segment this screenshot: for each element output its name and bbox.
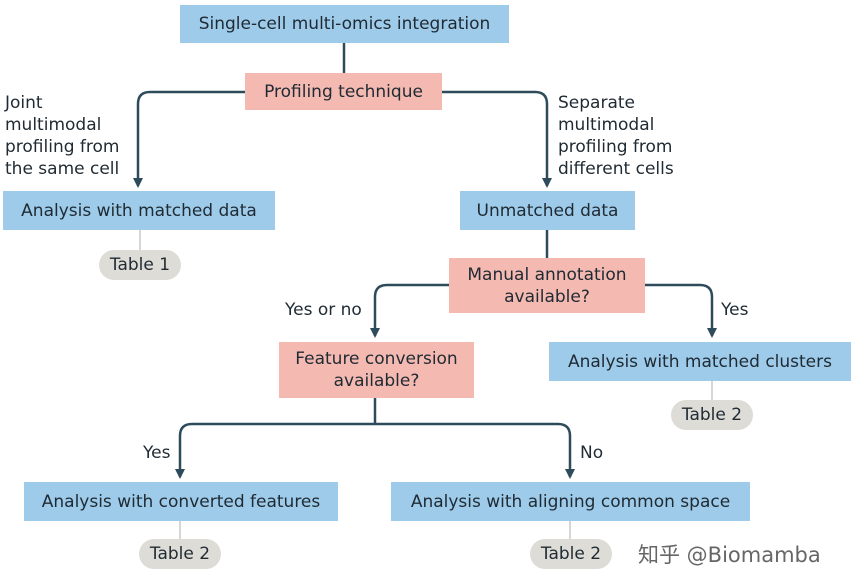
- label-yes-converted: Yes: [143, 443, 171, 463]
- table2-pill-common: Table 2: [530, 539, 612, 569]
- edge-conversion-no: [375, 422, 575, 479]
- label-no-common: No: [580, 443, 604, 463]
- edge-annotation-yes: [645, 283, 717, 338]
- edge-conversion-yes: [175, 422, 375, 479]
- label-yes-or-no: Yes or no: [285, 300, 362, 320]
- node-profiling-technique: Profiling technique: [245, 73, 442, 110]
- label-separate-profiling: Separate multimodal profiling from diffe…: [558, 93, 674, 179]
- node-converted-features: Analysis with converted features: [24, 482, 338, 521]
- edge-separate-profiling: [442, 90, 552, 188]
- node-matched-analysis: Analysis with matched data: [3, 191, 275, 230]
- node-common-space: Analysis with aligning common space: [391, 482, 750, 521]
- label-yes-clusters: Yes: [721, 300, 749, 320]
- node-matched-clusters: Analysis with matched clusters: [549, 342, 851, 381]
- table2-pill-converted: Table 2: [139, 539, 221, 569]
- node-feature-conversion: Feature conversion available?: [279, 342, 474, 398]
- node-root: Single-cell multi-omics integration: [180, 5, 509, 43]
- label-joint-profiling: Joint multimodal profiling from the same…: [5, 93, 120, 179]
- watermark: 知乎 @Biomamba: [638, 543, 821, 567]
- edge-joint-profiling: [133, 90, 245, 188]
- node-unmatched-data: Unmatched data: [460, 191, 635, 230]
- node-manual-annotation: Manual annotation available?: [449, 258, 645, 313]
- table2-pill-clusters: Table 2: [671, 400, 753, 430]
- table1-pill: Table 1: [99, 250, 181, 280]
- edge-annotation-yes-or-no: [370, 283, 449, 338]
